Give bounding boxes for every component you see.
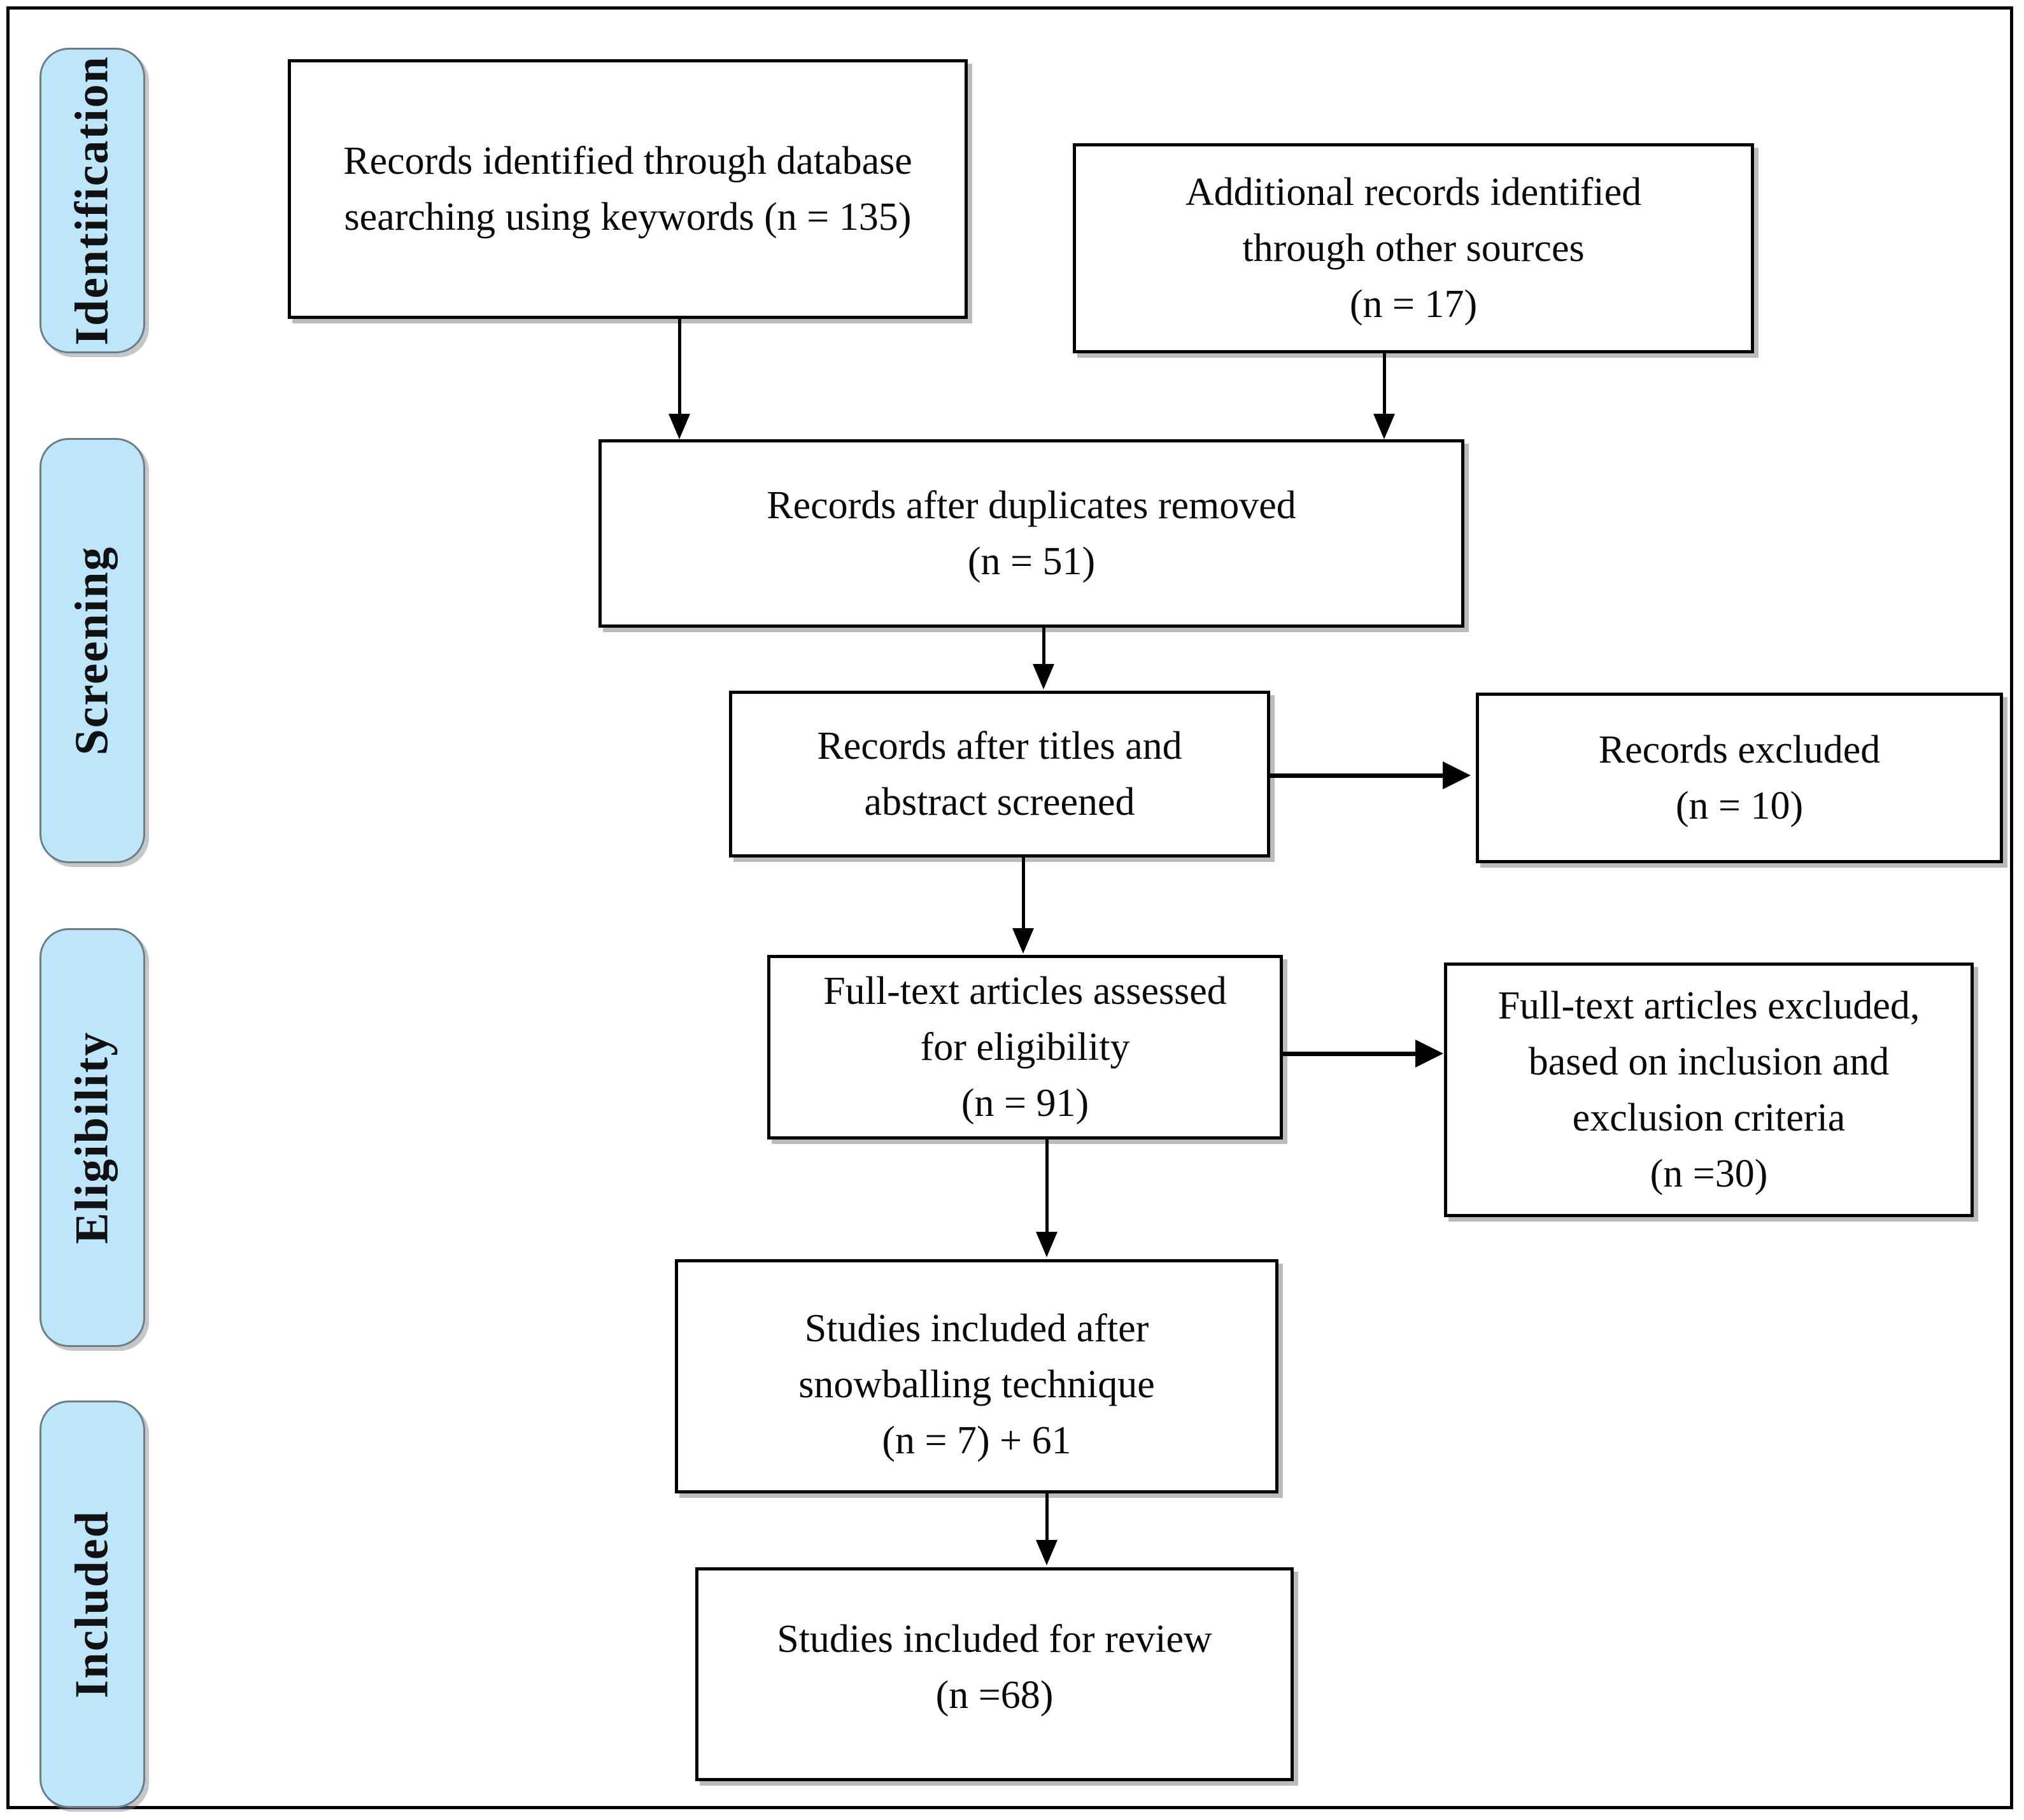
connector-titles-to-excluded [1269, 773, 1444, 778]
connector-fulltext-to-excluded [1282, 1052, 1417, 1056]
stage-pill-screening: Screening [39, 438, 145, 863]
box-line: Additional records identified [1185, 170, 1642, 214]
box-line: (n = 10) [1675, 784, 1804, 828]
box-line: exclusion criteria [1572, 1096, 1846, 1139]
connector-additional-to-duplicates [1383, 351, 1386, 415]
box-line: (n =68) [935, 1674, 1054, 1718]
connector-identified-to-duplicates [678, 316, 681, 415]
box-line: (n = 91) [961, 1082, 1089, 1125]
box-line: (n = 51) [967, 540, 1096, 583]
box-studies-included-for-review: Studies included for review (n =68) [695, 1567, 1294, 1781]
diagram-outer-border [6, 6, 2013, 1809]
box-line: through other sources [1242, 226, 1585, 270]
stage-pill-identification: Identification [39, 48, 145, 353]
box-line: Full-text articles assessed [823, 969, 1227, 1013]
arrowhead-titles-to-excluded [1443, 761, 1471, 789]
box-line: snowballing technique [798, 1363, 1155, 1407]
box-line: Records excluded [1598, 728, 1881, 772]
arrowhead-duplicates-to-titles [1033, 664, 1054, 689]
box-line: Studies included after [804, 1307, 1149, 1350]
arrowhead-fulltext-to-snowballing [1036, 1232, 1058, 1257]
arrowhead-additional-to-duplicates [1373, 414, 1395, 439]
connector-fulltext-to-snowballing [1045, 1138, 1049, 1233]
box-line: abstract screened [864, 780, 1135, 824]
stage-pill-included: Included [39, 1400, 145, 1808]
stage-label-identification: Identification [66, 55, 118, 346]
box-line: Studies included for review [777, 1618, 1212, 1661]
box-line: (n = 17) [1349, 283, 1478, 327]
connector-titles-to-fulltext [1022, 856, 1025, 931]
box-additional-records-other-sources: Additional records identified through ot… [1073, 143, 1754, 353]
box-records-after-duplicates-removed: Records after duplicates removed (n = 51… [598, 439, 1464, 628]
box-line: Records after duplicates removed [767, 483, 1296, 527]
arrowhead-snowballing-to-review [1036, 1540, 1058, 1565]
box-line: Records after titles and [817, 724, 1182, 768]
box-full-text-excluded: Full-text articles excluded, based on in… [1444, 963, 1974, 1217]
stage-label-eligibility: Eligibility [66, 1031, 118, 1245]
arrowhead-fulltext-to-excluded [1415, 1040, 1443, 1068]
box-line: (n =30) [1650, 1152, 1768, 1196]
connector-snowballing-to-review [1045, 1492, 1049, 1541]
box-line: Full-text articles excluded, [1497, 984, 1920, 1027]
box-full-text-assessed-eligibility: Full-text articles assessed for eligibil… [767, 955, 1283, 1139]
box-line: searching using keywords (n = 135) [344, 195, 912, 239]
box-records-after-titles-abstract-screened: Records after titles and abstract screen… [729, 691, 1270, 857]
connector-duplicates-to-titles [1042, 626, 1045, 665]
stage-label-included: Included [66, 1510, 118, 1698]
box-line: based on inclusion and [1528, 1040, 1890, 1083]
box-line: Records identified through database [343, 139, 912, 183]
box-studies-included-snowballing: Studies included after snowballing techn… [675, 1259, 1278, 1493]
box-line: for eligibility [920, 1025, 1130, 1069]
stage-pill-eligibility: Eligibility [39, 928, 145, 1347]
stage-label-screening: Screening [66, 546, 118, 756]
box-records-excluded: Records excluded (n = 10) [1476, 693, 2003, 863]
box-records-identified-database: Records identified through database sear… [288, 59, 968, 319]
arrowhead-titles-to-fulltext [1012, 928, 1034, 954]
arrowhead-identified-to-duplicates [669, 414, 690, 439]
box-line: (n = 7) + 61 [882, 1419, 1072, 1463]
